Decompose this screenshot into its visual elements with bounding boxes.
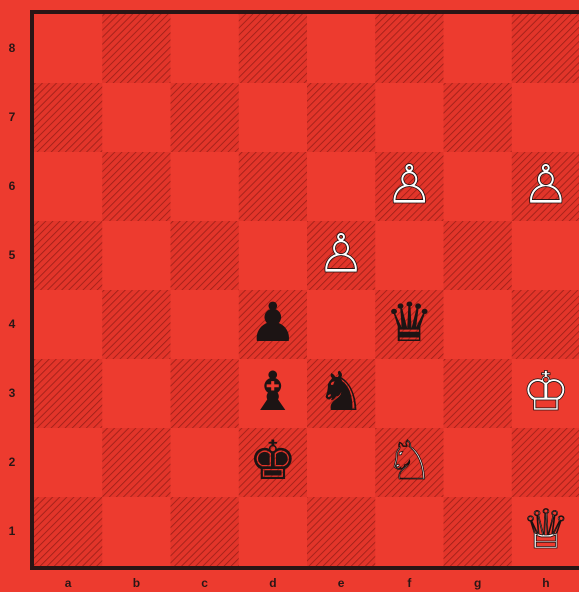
file-label-h: h	[511, 576, 579, 590]
square-b2[interactable]	[102, 428, 171, 498]
square-f3[interactable]	[375, 359, 444, 429]
square-c3[interactable]	[171, 359, 240, 429]
white-pawn-h6[interactable]: ♙	[522, 153, 570, 216]
black-bishop-d3[interactable]: ♝	[249, 360, 297, 423]
square-b4[interactable]	[102, 290, 171, 360]
rank-label-6: 6	[5, 179, 19, 193]
square-d5[interactable]	[239, 221, 308, 291]
square-f5[interactable]	[375, 221, 444, 291]
square-f7[interactable]	[375, 83, 444, 153]
black-pawn-d4[interactable]: ♟	[249, 291, 297, 354]
square-e1[interactable]	[307, 497, 376, 567]
file-label-f: f	[374, 576, 444, 590]
square-c6[interactable]	[171, 152, 240, 222]
square-a6[interactable]	[34, 152, 103, 222]
square-d8[interactable]	[239, 14, 308, 84]
square-g7[interactable]	[444, 83, 513, 153]
square-h4[interactable]	[512, 290, 579, 360]
file-label-b: b	[101, 576, 171, 590]
square-f8[interactable]	[375, 14, 444, 84]
square-b1[interactable]	[102, 497, 171, 567]
square-h2[interactable]	[512, 428, 579, 498]
square-b3[interactable]	[102, 359, 171, 429]
white-pawn-f6[interactable]: ♙	[385, 153, 433, 216]
black-king-d2[interactable]: ♚	[249, 429, 297, 492]
square-a3[interactable]	[34, 359, 103, 429]
white-queen-h1[interactable]: ♕	[522, 498, 570, 561]
square-c7[interactable]	[171, 83, 240, 153]
square-d7[interactable]	[239, 83, 308, 153]
square-g2[interactable]	[444, 428, 513, 498]
square-g3[interactable]	[444, 359, 513, 429]
rank-label-3: 3	[5, 386, 19, 400]
square-e7[interactable]	[307, 83, 376, 153]
square-f1[interactable]	[375, 497, 444, 567]
square-h8[interactable]	[512, 14, 579, 84]
square-a8[interactable]	[34, 14, 103, 84]
square-g5[interactable]	[444, 221, 513, 291]
square-g8[interactable]	[444, 14, 513, 84]
square-c5[interactable]	[171, 221, 240, 291]
square-a5[interactable]	[34, 221, 103, 291]
square-g6[interactable]	[444, 152, 513, 222]
white-king-h3[interactable]: ♔	[522, 360, 570, 423]
square-h5[interactable]	[512, 221, 579, 291]
square-c1[interactable]	[171, 497, 240, 567]
square-a7[interactable]	[34, 83, 103, 153]
rank-label-2: 2	[5, 455, 19, 469]
square-b5[interactable]	[102, 221, 171, 291]
black-queen-f4[interactable]: ♛	[385, 291, 433, 354]
square-b8[interactable]	[102, 14, 171, 84]
square-e8[interactable]	[307, 14, 376, 84]
rank-label-7: 7	[5, 110, 19, 124]
square-g1[interactable]	[444, 497, 513, 567]
square-g4[interactable]	[444, 290, 513, 360]
square-b6[interactable]	[102, 152, 171, 222]
square-c2[interactable]	[171, 428, 240, 498]
square-b7[interactable]	[102, 83, 171, 153]
rank-label-8: 8	[5, 41, 19, 55]
black-knight-e3[interactable]: ♞	[317, 360, 365, 423]
file-label-d: d	[238, 576, 308, 590]
square-e4[interactable]	[307, 290, 376, 360]
square-e6[interactable]	[307, 152, 376, 222]
chess-board: ♙ ♙ ♙ ♟ ♛ ♝ ♞ ♔ ♚ ♘ ♕	[30, 10, 579, 570]
square-a1[interactable]	[34, 497, 103, 567]
white-pawn-e5[interactable]: ♙	[317, 222, 365, 285]
file-label-e: e	[306, 576, 376, 590]
file-label-g: g	[443, 576, 513, 590]
square-h7[interactable]	[512, 83, 579, 153]
square-a4[interactable]	[34, 290, 103, 360]
file-label-c: c	[170, 576, 240, 590]
square-e2[interactable]	[307, 428, 376, 498]
rank-label-4: 4	[5, 317, 19, 331]
rank-label-5: 5	[5, 248, 19, 262]
square-d6[interactable]	[239, 152, 308, 222]
white-knight-f2[interactable]: ♘	[385, 429, 433, 492]
square-a2[interactable]	[34, 428, 103, 498]
square-c8[interactable]	[171, 14, 240, 84]
square-c4[interactable]	[171, 290, 240, 360]
file-label-a: a	[33, 576, 103, 590]
square-d1[interactable]	[239, 497, 308, 567]
rank-label-1: 1	[5, 524, 19, 538]
